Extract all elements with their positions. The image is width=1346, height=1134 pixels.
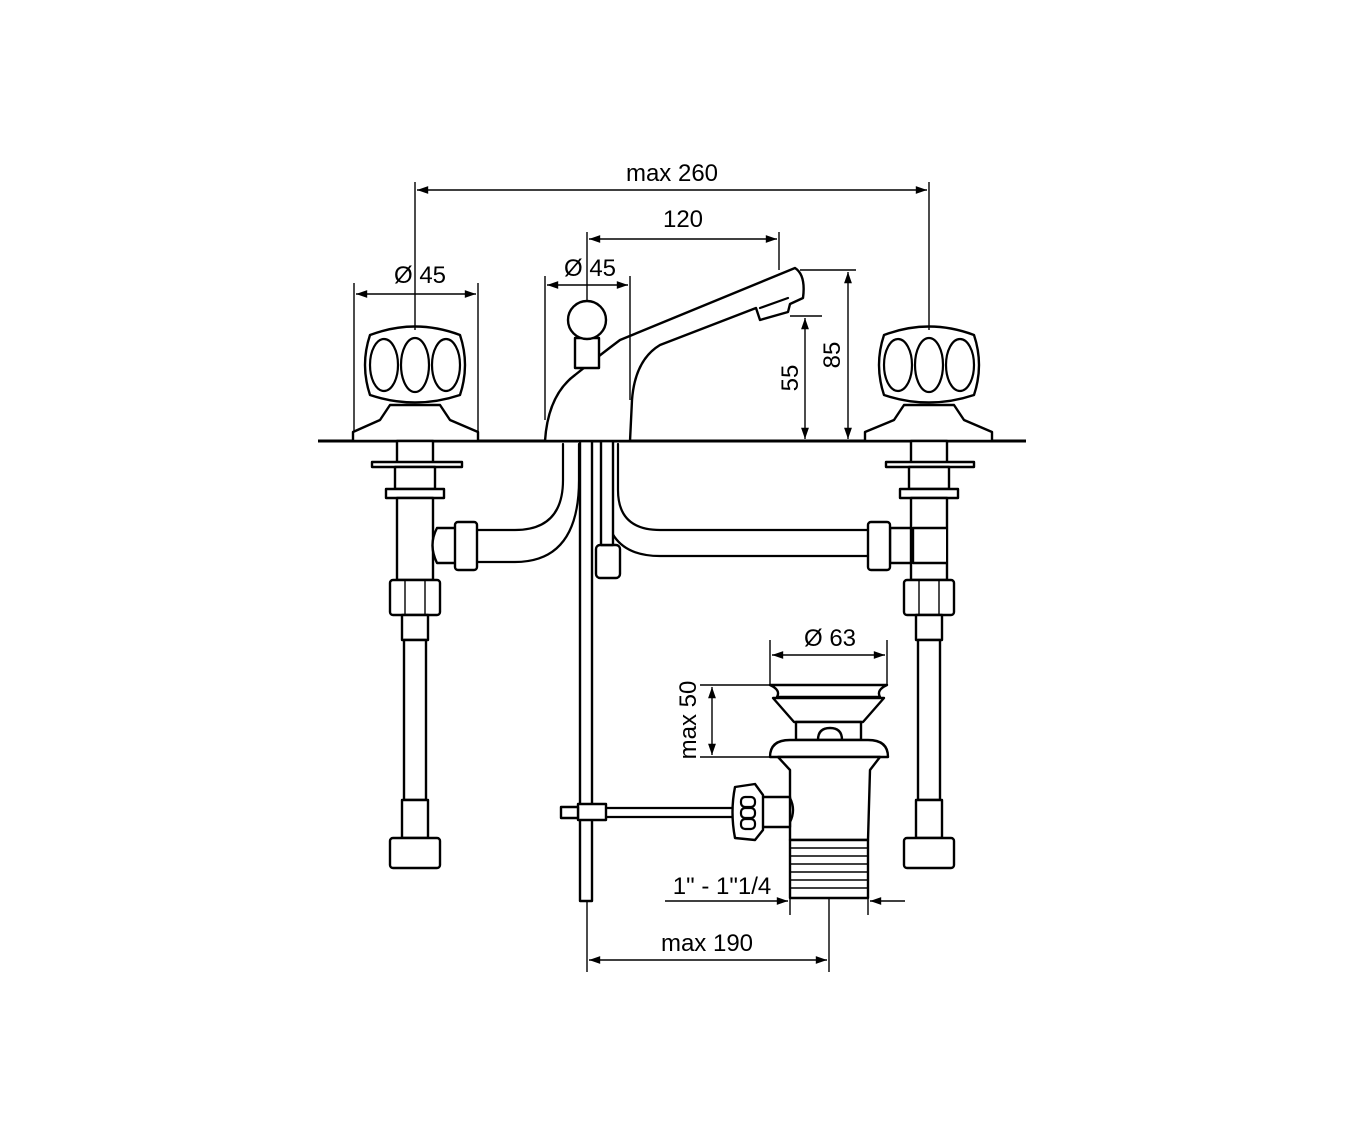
dim-spout-height: 55 xyxy=(777,365,804,392)
pop-up-rod xyxy=(578,439,594,903)
spout-mixer-body xyxy=(543,266,805,443)
hose-spring xyxy=(599,439,615,547)
dim-drain-diameter: Ø 63 xyxy=(804,625,856,652)
dim-lever-diameter: Ø 45 xyxy=(564,255,616,282)
right-hose xyxy=(603,442,870,558)
dim-spout-reach: 120 xyxy=(663,206,703,233)
dim-handle-diameter: Ø 45 xyxy=(394,262,446,289)
dim-drain-thread: 1" - 1"1/4 xyxy=(673,873,771,900)
right-handle-valve xyxy=(863,325,994,870)
left-handle-valve xyxy=(351,325,480,870)
dim-total-height: 85 xyxy=(819,342,846,369)
dim-drain-height: max 50 xyxy=(675,681,702,760)
pop-up-drain xyxy=(731,683,890,900)
hose-connector xyxy=(594,543,622,580)
left-hose xyxy=(475,442,581,564)
dimension-lines xyxy=(353,182,930,972)
dim-rod-distance: max 190 xyxy=(661,930,753,957)
pop-up-clamp xyxy=(576,802,608,822)
dim-overall-width: max 260 xyxy=(626,160,718,187)
